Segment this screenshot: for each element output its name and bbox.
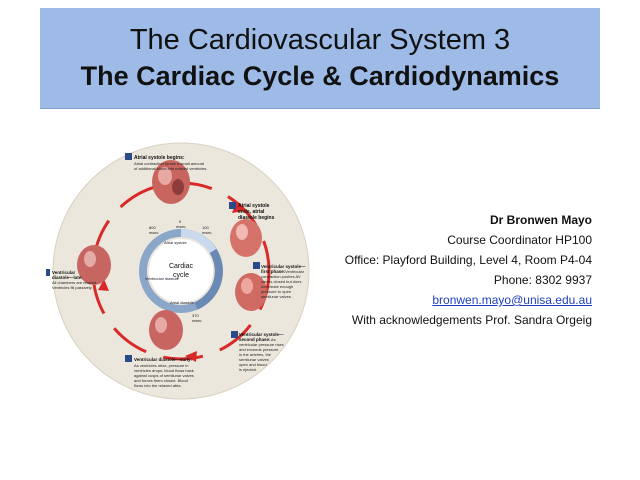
time-100: 100 [202, 225, 209, 230]
author-email-link[interactable]: bronwen.mayo@unisa.edu.au [432, 293, 592, 307]
step6-title-a: Ventricular [52, 270, 76, 275]
time-370: 370 [192, 313, 199, 318]
step4-text-g: is ejected. [239, 367, 257, 372]
heart-left [77, 245, 111, 285]
author-phone: Phone: 8302 9937 [493, 273, 592, 287]
ventricular-systole-arc [194, 248, 223, 310]
step5-text-b: ventricles drops; blood flows back [134, 368, 194, 373]
step5-title: Ventricular diastole—early: [134, 357, 193, 362]
time-0: 0 [179, 219, 182, 224]
step5-text-e: flows into the relaxed atria. [134, 383, 182, 388]
step4-text-a: As [271, 337, 276, 342]
step4-text-e: semilunar valves [239, 357, 269, 362]
step4-text-f: open and blood [239, 362, 267, 367]
step-marker-1 [125, 153, 132, 160]
atrial-systole-arc [180, 229, 217, 254]
step6-title-b: diastole—late: [52, 275, 83, 280]
step3-text-e: pressure to open [261, 289, 291, 294]
step3-text-c: valves closed but does [261, 279, 301, 284]
step-marker-4 [231, 331, 238, 338]
author-name: Dr Bronwen Mayo [489, 213, 592, 227]
step3-text-f: semilunar valves. [261, 294, 292, 299]
step3-text-d: not create enough [261, 284, 293, 289]
step1-text-a: Atrial contraction forces a small amount [134, 161, 205, 166]
step1-title: Atrial systole begins: [134, 155, 185, 161]
slide-title: The Cardiovascular System 3 [129, 24, 511, 56]
ring-label-ventricular-diastole: Ventricular diastole [145, 276, 180, 281]
step4-text-c: and exceeds pressure [239, 347, 279, 352]
step4-text-b: ventricular pressure rises [239, 342, 284, 347]
step-marker-6 [46, 269, 50, 276]
step2-title-a: Atrial systole [238, 203, 270, 209]
step3-title: Ventricular systole— [261, 264, 306, 269]
slide-subtitle: The Cardiac Cycle & Cardiodynamics [80, 61, 560, 91]
step4-text-d: in the arteries, the [239, 352, 272, 357]
slide-title-bar: The Cardiovascular System 3 The Cardiac … [40, 8, 600, 109]
step5-text-a: As ventricles relax, pressure in [134, 363, 188, 368]
step-marker-3 [253, 262, 260, 269]
author-info: Dr Bronwen Mayo Course Coordinator HP100… [320, 210, 592, 330]
heart-right [235, 273, 267, 311]
step5-text-d: and forces them closed. Blood [134, 378, 188, 383]
step-marker-2 [229, 202, 236, 209]
center-label-2: cycle [173, 272, 189, 279]
step3-title-b: first phase: [261, 269, 286, 274]
heart-bottom [149, 310, 183, 350]
author-role: Course Coordinator HP100 [447, 233, 592, 247]
step-marker-5 [125, 355, 132, 362]
time-0-unit: msec [176, 224, 186, 229]
step6-text-a: All chambers are relaxed. [52, 280, 97, 285]
step1-text-b: of additional blood into relaxed ventric… [134, 166, 207, 171]
author-office: Office: Playford Building, Level 4, Room… [344, 253, 592, 267]
cardiac-cycle-diagram: Cardiac cycle Atrial systole Atrial dias… [46, 140, 316, 402]
step3-text-b: contraction pushes AV [261, 274, 301, 279]
step4-title-a: Ventricular systole— [239, 332, 284, 337]
time-370-unit: msec [192, 318, 202, 323]
cycle-center [149, 239, 213, 303]
ring-label-atrial-diastole: Atrial diastole [170, 300, 195, 305]
step3-text-a: Ventricular [285, 269, 305, 274]
arrow-head-3 [185, 351, 197, 362]
step6-text-b: Ventricles fill passively. [52, 285, 93, 290]
heart-top [152, 160, 190, 204]
time-800-unit: msec [149, 230, 159, 235]
step2-title-b: ends, atrial [238, 209, 265, 215]
time-100-unit: msec [202, 230, 212, 235]
ring-label-atrial-systole: Atrial systole [164, 240, 187, 245]
heart-upper-right [230, 219, 262, 257]
acknowledgements: With acknowledgements Prof. Sandra Orgei… [351, 313, 592, 327]
center-label-1: Cardiac [169, 263, 194, 270]
step4-title-b: second phase: [239, 337, 271, 342]
arrow-head-4 [98, 279, 109, 291]
step2-title-c: diastole begins [238, 215, 275, 221]
time-800: 800 [149, 225, 156, 230]
step5-text-c: against cusps of semilunar valves [134, 373, 194, 378]
